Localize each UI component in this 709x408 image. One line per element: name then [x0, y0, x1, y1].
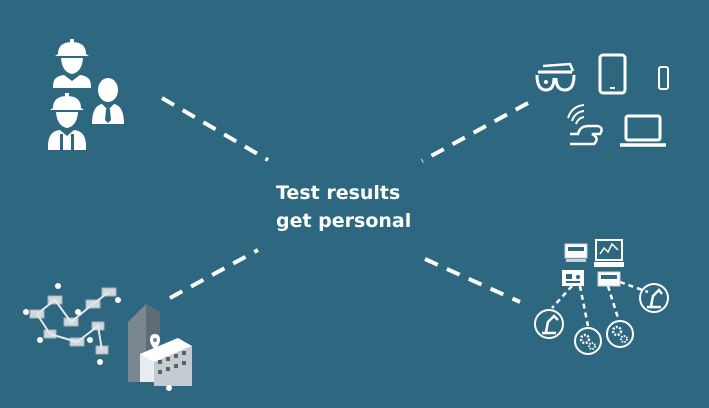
worker-hardhat-icon: [48, 93, 86, 150]
worker-hardhat-icon: [53, 39, 91, 88]
center-title-line-2: get personal: [276, 210, 412, 232]
production-line-icon: [23, 283, 121, 365]
location-pin-icon: [150, 334, 160, 350]
machine-unit-icon: [597, 271, 621, 287]
monitor-chart-icon: [594, 239, 624, 267]
people-group: [48, 39, 124, 150]
machine-network-group: [534, 239, 669, 355]
smart-glasses-icon: [535, 62, 576, 92]
wireless-hand-icon: [567, 104, 603, 146]
connector-top-left: [160, 96, 270, 162]
robot-arm-icon: [534, 309, 564, 339]
factory-building-icon: [128, 304, 192, 391]
center-title: Test results get personal: [276, 179, 476, 235]
laptop-icon: [620, 114, 666, 147]
smartphone-icon: [658, 66, 669, 90]
devices-group: [535, 53, 669, 147]
connector-top-right: [421, 101, 529, 163]
machine-unit-icon: [564, 243, 588, 262]
tablet-icon: [598, 53, 627, 95]
robot-arm-icon: [639, 283, 669, 313]
connector-bottom-right: [424, 257, 521, 304]
connector-bottom-left: [169, 248, 259, 300]
gears-icon: [574, 327, 602, 355]
gears-icon: [606, 320, 634, 348]
center-title-line-1: Test results: [276, 182, 401, 204]
businessman-icon: [92, 78, 124, 124]
controller-icon: [562, 270, 584, 286]
connector-lines: [160, 96, 529, 304]
